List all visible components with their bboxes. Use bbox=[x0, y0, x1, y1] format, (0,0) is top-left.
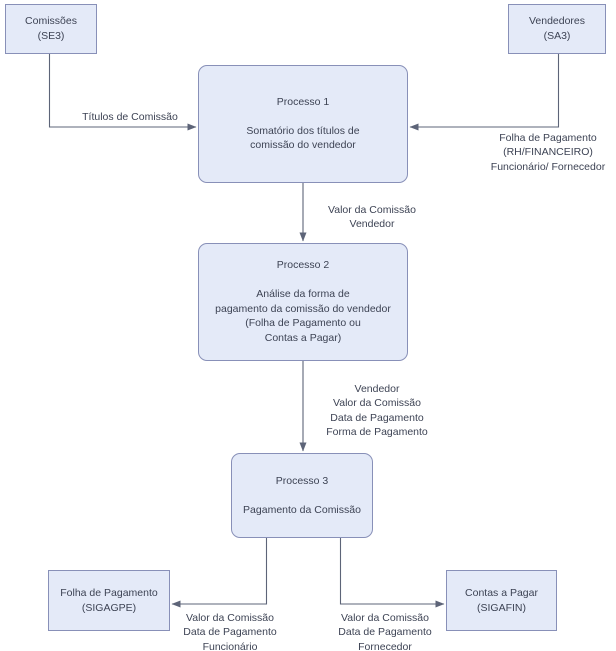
node-processo-3[interactable]: Processo 3 Pagamento da Comissão bbox=[231, 453, 373, 538]
node-folha-de-pagamento-title: Folha de Pagamento bbox=[60, 586, 158, 599]
node-contas-a-pagar[interactable]: Contas a Pagar (SIGAFIN) bbox=[446, 570, 557, 631]
edge-processo3-to-folha bbox=[171, 538, 268, 608]
edge-label-comissao-funcionario: Valor da Comissão Data de Pagamento Func… bbox=[183, 612, 277, 651]
edge-processo3-to-contas bbox=[339, 538, 445, 608]
edge-label-comissao-fornecedor: Valor da Comissão Data de Pagamento Forn… bbox=[338, 612, 432, 651]
node-processo-3-description: Pagamento da Comissão bbox=[243, 503, 361, 516]
node-comissoes[interactable]: Comissões (SE3) bbox=[5, 4, 97, 54]
edge-label-titulos-de-comissao: Títulos de Comissão bbox=[82, 111, 178, 123]
node-processo-2-description: Análise da forma de pagamento da comissã… bbox=[215, 287, 391, 345]
node-processo-2[interactable]: Processo 2 Análise da forma de pagamento… bbox=[198, 243, 408, 361]
node-processo-1-description: Somatório dos títulos de comissão do ven… bbox=[246, 124, 360, 152]
node-contas-a-pagar-code: (SIGAFIN) bbox=[477, 601, 526, 614]
node-processo-3-title: Processo 3 bbox=[275, 474, 329, 487]
node-vendedores[interactable]: Vendedores (SA3) bbox=[508, 4, 606, 54]
node-folha-de-pagamento[interactable]: Folha de Pagamento (SIGAGPE) bbox=[48, 570, 170, 631]
node-processo-1[interactable]: Processo 1 Somatório dos títulos de comi… bbox=[198, 65, 408, 183]
node-vendedores-code: (SA3) bbox=[543, 30, 571, 42]
edge-label-valor-da-comissao-vendedor: Valor da Comissão Vendedor bbox=[328, 204, 416, 231]
node-contas-a-pagar-title: Contas a Pagar bbox=[465, 586, 538, 599]
edge-label-vendedor-dados-pagamento: Vendedor Valor da Comissão Data de Pagam… bbox=[326, 383, 428, 439]
edge-vendedores-to-processo1 bbox=[409, 54, 560, 131]
node-vendedores-title: Vendedores bbox=[528, 15, 586, 28]
node-folha-de-pagamento-code: (SIGAGPE) bbox=[81, 601, 137, 614]
edge-label-folha-de-pagamento-rh: Folha de Pagamento (RH/FINANCEIRO) Funci… bbox=[490, 132, 606, 173]
node-processo-1-title: Processo 1 bbox=[276, 95, 330, 108]
node-comissoes-code: (SE3) bbox=[37, 30, 65, 42]
node-comissoes-title: Comissões bbox=[25, 15, 77, 28]
node-processo-2-title: Processo 2 bbox=[276, 258, 330, 271]
